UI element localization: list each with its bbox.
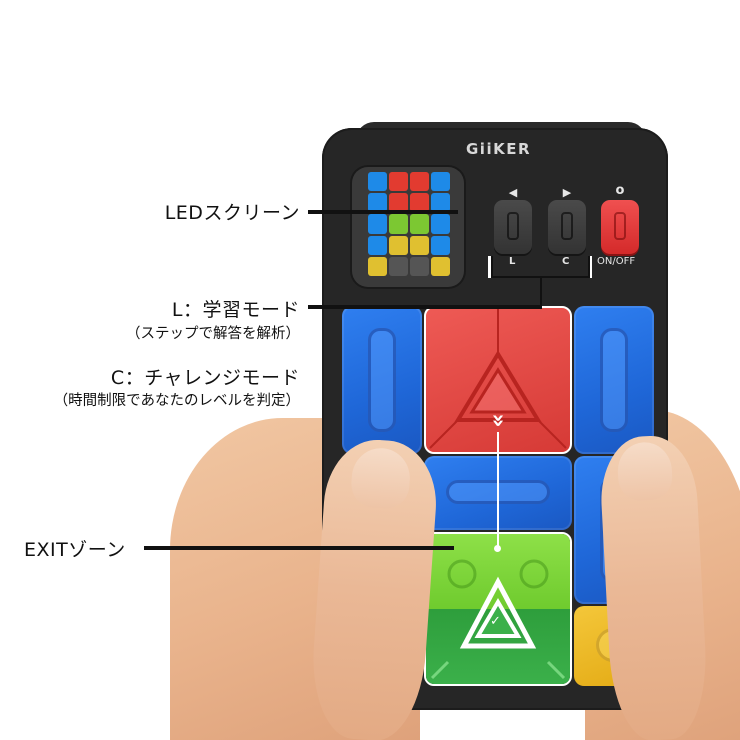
left-arrow-icon: ◀	[508, 186, 518, 199]
thumbnail	[349, 446, 412, 511]
button-slot	[561, 212, 573, 240]
led-pixel	[410, 172, 429, 192]
blue-block-vertical[interactable]	[574, 306, 654, 454]
power-button-label: ON/OFF	[597, 256, 636, 267]
bracket	[540, 276, 542, 306]
led-pixel	[410, 193, 429, 213]
led-pixel	[368, 235, 387, 255]
block-groove	[600, 328, 628, 432]
led-screen	[368, 172, 450, 276]
led-pixel	[431, 172, 450, 192]
learn-mode-label: L：学習モード	[171, 299, 300, 321]
led-pixel	[368, 256, 387, 276]
bracket	[491, 256, 493, 278]
led-pixel	[389, 256, 408, 276]
check-icon: ✓	[490, 614, 501, 629]
led-pixel	[389, 214, 408, 234]
brand-logo: GiiKER	[466, 140, 532, 158]
exit-zone-leader	[144, 546, 454, 550]
led-pixel	[410, 235, 429, 255]
bracket	[588, 256, 590, 278]
power-icon: o	[615, 183, 625, 198]
l-button-label: L	[509, 256, 516, 267]
exit-zone-label: EXITゾーン	[24, 539, 126, 561]
led-pixel	[431, 235, 450, 255]
power-button[interactable]	[601, 200, 639, 254]
thumbnail	[616, 440, 674, 502]
path-guide-dot	[494, 545, 501, 552]
c-button[interactable]	[548, 200, 586, 254]
led-pixel	[389, 235, 408, 255]
button-slot	[507, 212, 519, 240]
led-pixel	[368, 193, 387, 213]
challenge-mode-description: （時間制限であなたのレベルを判定）	[53, 393, 300, 409]
c-button-label: C	[562, 256, 570, 267]
led-screen-label: LEDスクリーン	[164, 202, 300, 224]
mode-leader	[308, 305, 542, 309]
led-pixel	[368, 214, 387, 234]
led-pixel	[389, 193, 408, 213]
red-target-block[interactable]: »	[424, 306, 572, 454]
exit-triangle-icon	[430, 559, 566, 680]
exit-zone: ✓	[424, 532, 572, 686]
l-button[interactable]	[494, 200, 532, 254]
led-pixel	[431, 214, 450, 234]
led-pixel	[368, 172, 387, 192]
blue-block-vertical[interactable]	[342, 306, 422, 454]
challenge-mode-label: C：チャレンジモード	[110, 367, 300, 389]
led-pixel	[410, 214, 429, 234]
bracket-outline	[488, 256, 492, 278]
led-pixel	[431, 256, 450, 276]
bracket-outline	[588, 256, 592, 278]
button-slot	[614, 212, 626, 240]
learn-mode-description: （ステップで解答を解析）	[126, 326, 300, 342]
triangle-icon	[429, 308, 567, 449]
led-pixel	[410, 256, 429, 276]
led-pixel	[389, 172, 408, 192]
path-guide-line	[497, 432, 499, 550]
led-pixel	[431, 193, 450, 213]
block-groove	[368, 328, 396, 432]
led-screen-leader	[308, 210, 458, 214]
right-arrow-icon: ▶	[562, 186, 572, 199]
down-chevron-icon: »	[485, 413, 511, 428]
